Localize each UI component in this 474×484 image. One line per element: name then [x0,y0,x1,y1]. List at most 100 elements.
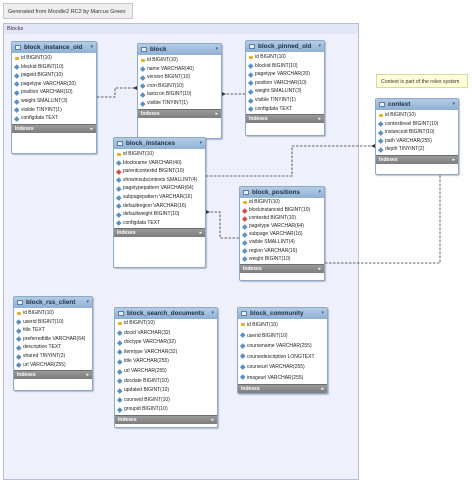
indexes-section[interactable]: Indexes ▸ [114,228,205,238]
collapse-icon[interactable]: ▾ [90,44,93,50]
table-title: block_positions [252,189,300,196]
table-block-community[interactable]: block_community ▾ id BIGINT(10) userid B… [237,307,328,394]
indexes-section[interactable]: Indexes ▸ [238,384,327,393]
expand-icon[interactable]: ▸ [215,110,218,117]
column-row: groupid BIGINT(10) [115,405,217,415]
indexes-label: Indexes [15,125,34,132]
table-block[interactable]: block ▾ id BIGINT(10) name VARCHAR(40) v… [137,43,222,139]
column-icon [14,81,20,87]
column-row: name VARCHAR(40) [138,65,221,74]
table-header[interactable]: block_search_documents ▾ [115,308,217,319]
expand-icon[interactable]: ▸ [318,116,321,123]
table-header[interactable]: block_rss_client ▾ [14,297,92,308]
collapse-icon[interactable]: ▾ [318,43,321,49]
column-row: coursename VARCHAR(255) [238,341,327,352]
indexes-section[interactable]: Indexes ▸ [246,114,324,124]
column-row: subpage VARCHAR(16) [240,230,324,238]
table-icon [117,141,123,146]
table-header[interactable]: block_pinned_old ▾ [246,41,324,52]
expand-icon[interactable]: ▸ [318,265,321,272]
table-header[interactable]: block_positions ▾ [240,187,324,198]
table-block-instance-old[interactable]: block_instance_old ▾ id BIGINT(10) block… [11,41,97,154]
indexes-section[interactable]: Indexes ▸ [376,154,458,164]
column-row: pageid BIGINT(10) [12,71,96,80]
collapse-icon[interactable]: ▾ [318,189,321,195]
table-block-search-documents[interactable]: block_search_documents ▾ id BIGINT(10) d… [114,307,218,428]
column-row: cron BIGINT(10) [138,82,221,91]
column-row: depth TINYINT(2) [376,145,458,154]
table-icon [141,47,147,52]
expand-icon[interactable]: ▸ [321,386,324,392]
column-row: contextlevel BIGINT(10) [376,120,458,129]
column-icon [117,397,123,403]
table-header[interactable]: block_community ▾ [238,308,327,319]
column-icon [242,240,248,246]
table-header[interactable]: block_instances ▾ [114,138,205,149]
column-icon [117,368,123,374]
key-icon [241,322,245,326]
column-icon [248,63,254,69]
indexes-section[interactable]: Indexes ▸ [14,370,92,380]
column-row: docid VARCHAR(32) [115,329,217,339]
column-icon [248,89,254,95]
collapse-icon[interactable]: ▾ [199,140,202,146]
foreign-key-icon [116,169,122,175]
table-icon [15,45,21,50]
indexes-label: Indexes [117,230,136,237]
table-header[interactable]: block_instance_old ▾ [12,42,96,53]
column-icon [117,378,123,384]
collapse-icon[interactable]: ▾ [211,310,214,316]
relation-end-marker [206,210,210,214]
column-icon [16,336,22,342]
key-icon [17,311,21,315]
collapse-icon[interactable]: ▾ [452,101,455,107]
table-title: block_instances [126,140,175,147]
table-block-instances[interactable]: block_instances ▾ id BIGINT(10) blocknam… [113,137,206,268]
collapse-icon[interactable]: ▾ [215,46,218,52]
collapse-icon[interactable]: ▾ [86,299,89,305]
table-context[interactable]: context ▾ id BIGINT(10) contextlevel BIG… [375,98,459,175]
indexes-section[interactable]: Indexes ▸ [240,263,324,273]
column-icon [242,224,248,230]
foreign-key-icon [242,216,248,222]
table-icon [243,190,249,195]
expand-icon[interactable]: ▸ [211,416,214,423]
column-row: pagetype VARCHAR(64) [240,222,324,230]
column-icon [14,116,20,121]
relation-positions-to-context [325,175,441,264]
table-block-pinned-old[interactable]: block_pinned_old ▾ id BIGINT(10) blockid… [245,40,325,136]
table-header[interactable]: context ▾ [376,99,458,110]
indexes-label: Indexes [249,116,268,123]
expand-icon[interactable]: ▸ [90,125,93,132]
table-title: block [150,46,167,53]
column-icon [16,353,22,359]
column-icon [117,349,123,355]
column-row: blockid BIGINT(10) [12,63,96,72]
column-icon [16,345,22,351]
column-icon [14,73,20,79]
table-icon [241,311,247,316]
column-icon [248,72,254,78]
column-row: id BIGINT(10) [115,319,217,329]
table-block-positions[interactable]: block_positions ▾ id BIGINT(10) blockins… [239,186,325,281]
indexes-section[interactable]: Indexes ▸ [115,414,217,424]
table-header[interactable]: block ▾ [138,44,221,55]
column-row: version BIGINT(10) [138,73,221,82]
column-row: configdata TEXT [12,114,96,123]
indexes-label: Indexes [141,110,160,117]
column-icon [14,64,20,70]
indexes-section[interactable]: Indexes ▸ [138,108,221,118]
foreign-key-icon [242,207,248,213]
column-row: courseurl VARCHAR(255) [238,362,327,373]
expand-icon[interactable]: ▸ [199,230,202,237]
column-row: description TEXT [14,343,92,352]
indexes-label: Indexes [118,416,137,423]
column-row: imageurl VARCHAR(255) [238,373,327,384]
expand-icon[interactable]: ▸ [86,372,89,379]
expand-icon[interactable]: ▸ [452,156,455,163]
collapse-icon[interactable]: ▾ [321,310,324,316]
table-block-rss-client[interactable]: block_rss_client ▾ id BIGINT(10) userid … [13,296,93,391]
indexes-section[interactable]: Indexes ▸ [12,123,96,133]
column-icon [16,362,22,368]
column-row: shared TINYINT(2) [14,352,92,361]
